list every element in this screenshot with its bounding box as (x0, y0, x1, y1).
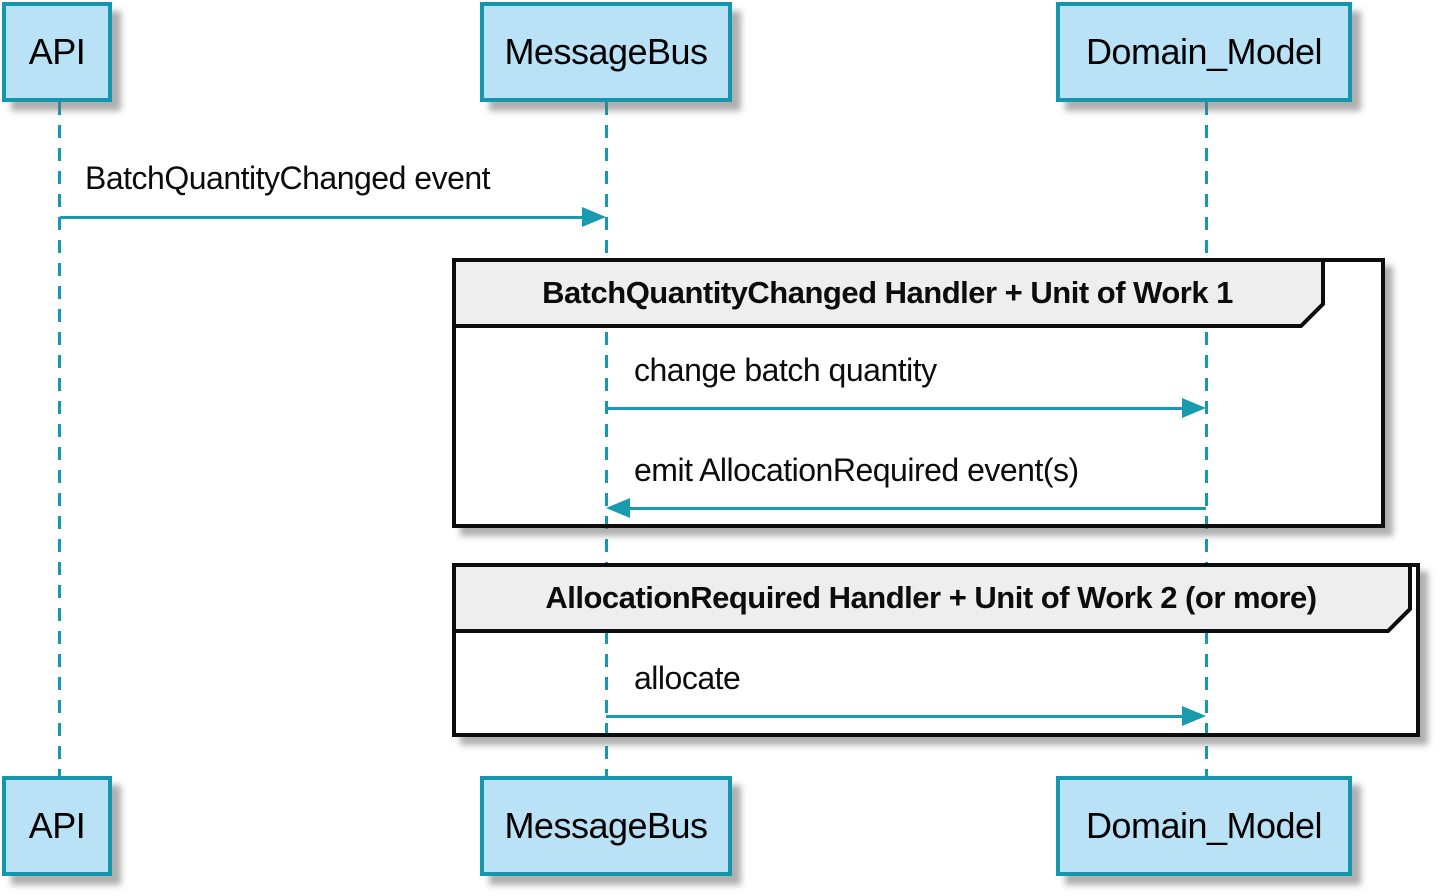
frame-header-shape (452, 563, 1412, 633)
message-label-allocate: allocate (634, 660, 741, 696)
arrowhead-right-icon (1182, 398, 1206, 418)
participant-api-bottom: API (2, 776, 112, 876)
message-arrow-line (606, 407, 1184, 410)
participant-label: API (28, 31, 86, 72)
lifeline-domain-model (1205, 102, 1208, 776)
arrowhead-left-icon (606, 498, 630, 518)
arrowhead-right-icon (1182, 706, 1206, 726)
frame-title-uow-1: BatchQuantityChanged Handler + Unit of W… (542, 275, 1233, 310)
message-label-emit-allocationrequired: emit AllocationRequired event(s) (634, 452, 1079, 488)
arrowhead-right-icon (582, 207, 606, 227)
participant-label: Domain_Model (1085, 31, 1323, 72)
message-arrow-line (60, 216, 586, 219)
lifeline-messagebus (605, 102, 608, 776)
participant-label: MessageBus (504, 31, 708, 72)
frame-title-uow-2: AllocationRequired Handler + Unit of Wor… (545, 580, 1317, 615)
participant-messagebus-top: MessageBus (480, 2, 732, 102)
message-label-batchquantitychanged-event: BatchQuantityChanged event (85, 160, 491, 196)
message-arrow-line (606, 715, 1184, 718)
participant-domain-model-bottom: Domain_Model (1056, 776, 1352, 876)
message-label-change-batch-quantity: change batch quantity (634, 352, 937, 388)
participant-label: Domain_Model (1085, 805, 1323, 846)
participant-label: API (28, 805, 86, 846)
participant-api-top: API (2, 2, 112, 102)
frame-header-shape (452, 258, 1325, 328)
participant-label: MessageBus (504, 805, 708, 846)
participant-domain-model-top: Domain_Model (1056, 2, 1352, 102)
participant-messagebus-bottom: MessageBus (480, 776, 732, 876)
lifeline-api (58, 102, 61, 776)
message-arrow-line (628, 507, 1206, 510)
